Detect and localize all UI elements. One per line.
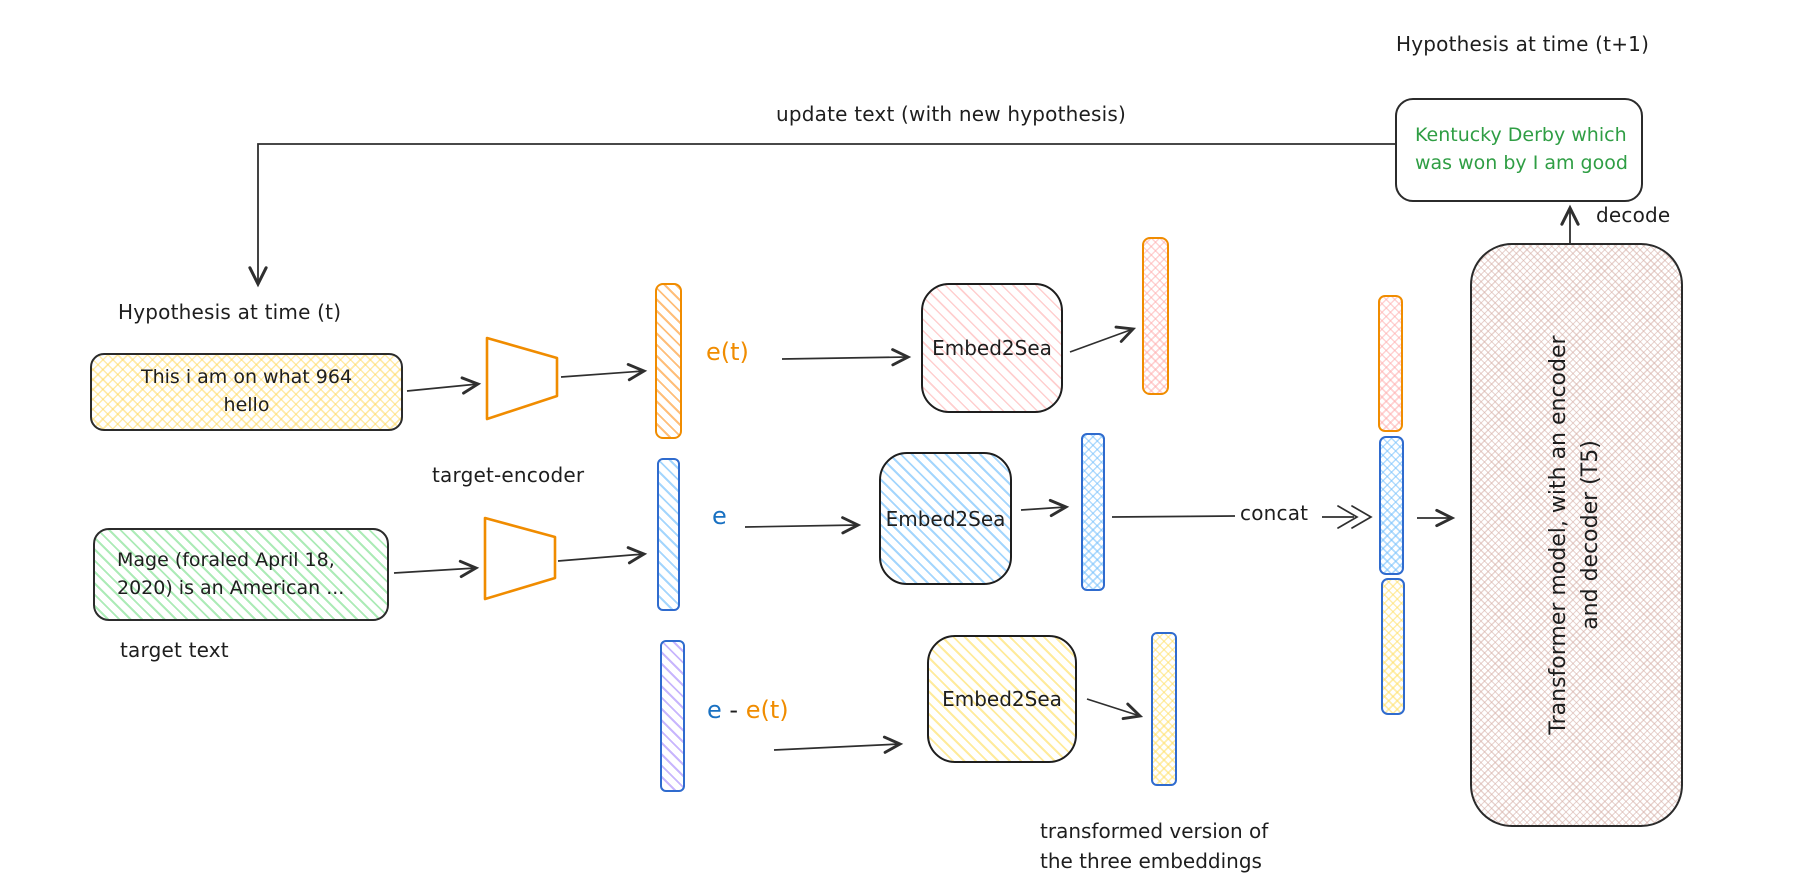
arrow-embed2seq3-out — [1086, 698, 1144, 721]
arrow-embed2seq2-out — [1020, 498, 1070, 518]
stack-segment-et — [1378, 295, 1403, 432]
hypothesis-next-text-line2: was won by I am good — [1415, 152, 1628, 174]
target-text-caption: target text — [120, 638, 229, 662]
arrow-e-to-embed2seq — [744, 516, 862, 535]
target-input-line1: Mage (foraled April 18, — [117, 548, 335, 571]
hypothesis-input-line1: This i am on what 964 — [140, 366, 353, 389]
embed2seq-box-1: Embed2Sea — [921, 283, 1063, 413]
encoder-trapezoid-1 — [485, 336, 559, 421]
embed2seq-box-2-label: Embed2Sea — [885, 506, 1006, 531]
embed2seq-box-2: Embed2Sea — [879, 452, 1012, 585]
diff-label-et: e(t) — [745, 696, 789, 724]
chevron-concat-1 — [1337, 505, 1359, 529]
transformed-caption: transformed version of the three embeddi… — [1040, 816, 1268, 876]
arrow-diff-to-embed2seq — [773, 735, 904, 754]
embedding-bar-e — [657, 458, 680, 611]
stack-segment-diff — [1381, 578, 1405, 715]
target-input-line2: 2020) is an American ... — [117, 576, 345, 599]
chevron-concat-2 — [1351, 505, 1373, 529]
arrow-et-to-embed2seq — [781, 348, 912, 367]
hypothesis-input-line2: hello — [223, 394, 270, 416]
transformed-bar-1 — [1142, 237, 1169, 395]
arrow-target-to-encoder — [393, 559, 480, 579]
concat-label: concat — [1240, 501, 1309, 525]
transformer-box — [1470, 243, 1683, 827]
embed2seq-box-1-label: Embed2Sea — [932, 336, 1052, 360]
transformer-label: Transformer model, with an encoder and d… — [1543, 255, 1609, 815]
hypothesis-input-box: This i am on what 964 hello — [90, 353, 403, 431]
transformed-caption-line2: the three embeddings — [1040, 849, 1262, 873]
update-text-label: update text (with new hypothesis) — [776, 102, 1127, 126]
diff-label: e - e(t) — [707, 696, 789, 724]
arrow-encoder-to-e — [557, 546, 648, 565]
diff-label-e: e — [707, 696, 722, 724]
transformer-label-line2: and decoder (T5) — [1577, 440, 1603, 630]
transformed-caption-line1: transformed version of — [1040, 819, 1269, 843]
hypothesis-next-label: Hypothesis at time (t+1) — [1396, 32, 1650, 56]
hypothesis-next-text-line1: Kentucky Derby which — [1415, 124, 1627, 147]
embed2seq-box-3-label: Embed2Sea — [942, 687, 1062, 711]
transformer-label-line1: Transformer model, with an encoder — [1546, 335, 1571, 735]
line-to-concat — [1111, 515, 1236, 518]
arrow-encoder-to-et — [560, 363, 648, 382]
et-label: e(t) — [706, 338, 749, 366]
embedding-bar-et — [655, 283, 682, 439]
transformed-bar-3 — [1151, 632, 1177, 786]
target-input-box: Mage (foraled April 18, 2020) is an Amer… — [93, 528, 389, 621]
stack-segment-e — [1379, 436, 1404, 575]
embedding-bar-diff — [660, 640, 685, 792]
arrow-update-feedback — [248, 143, 1395, 288]
diff-label-minus: - — [729, 696, 739, 724]
transformed-bar-2 — [1081, 433, 1105, 591]
decode-label: decode — [1596, 203, 1671, 227]
arrow-embed2seq1-out — [1069, 325, 1137, 353]
arrow-hypothesis-to-encoder — [406, 376, 482, 395]
e-label: e — [712, 502, 727, 530]
hypothesis-label: Hypothesis at time (t) — [118, 300, 342, 324]
hypothesis-next-box: Kentucky Derby which was won by I am goo… — [1395, 98, 1643, 202]
target-encoder-label: target-encoder — [432, 463, 585, 487]
embed2seq-box-3: Embed2Sea — [927, 635, 1077, 763]
encoder-trapezoid-2 — [483, 516, 557, 601]
